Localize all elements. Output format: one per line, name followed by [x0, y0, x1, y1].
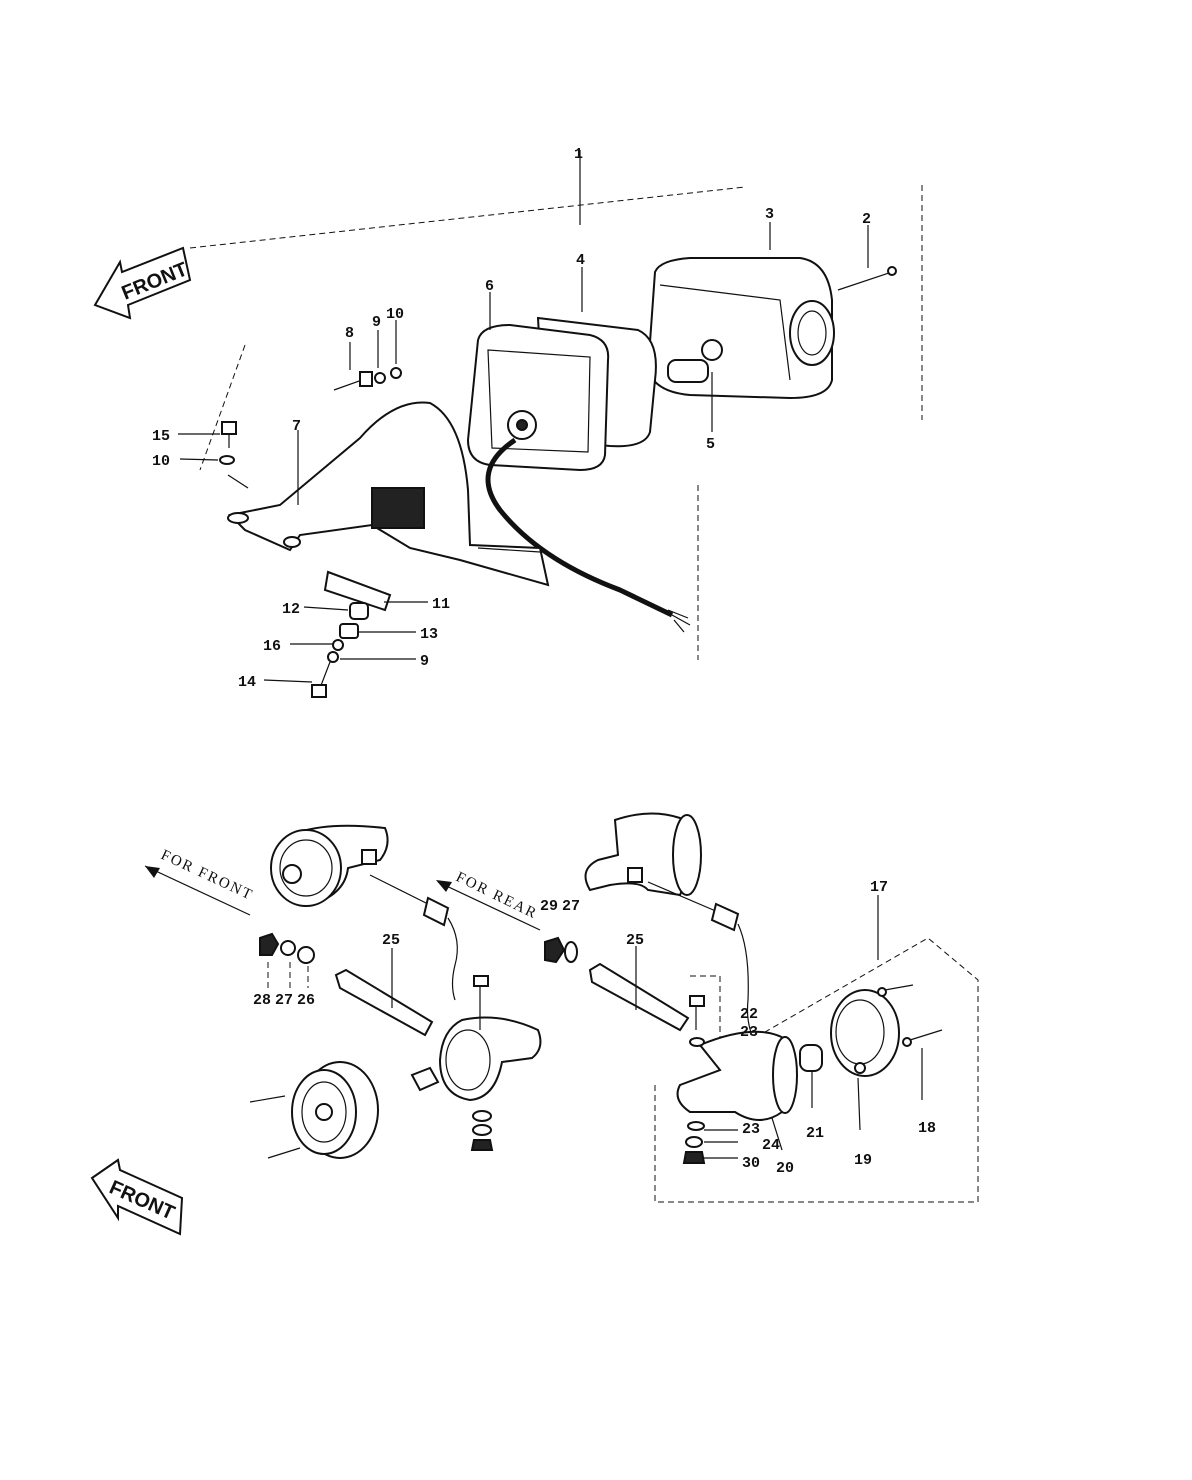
callout-10-top: 10 — [386, 306, 404, 323]
washer-9 — [374, 372, 386, 384]
callout-5: 5 — [706, 436, 715, 453]
callout-27-front: 27 — [275, 992, 293, 1009]
front-arrow-top: FRONT — [93, 246, 192, 320]
callout-26: 26 — [297, 992, 315, 1009]
washer-16 — [332, 639, 344, 651]
rear-signal-housing — [676, 995, 798, 1121]
spacer-13 — [339, 623, 359, 639]
callout-27-rear: 27 — [562, 898, 580, 915]
callout-15: 15 — [152, 428, 170, 445]
for-front-arrow: FOR FRONT — [144, 847, 256, 916]
callout-19: 19 — [854, 1152, 872, 1169]
callout-21: 21 — [806, 1125, 824, 1142]
bracket-bolt-8 — [333, 371, 373, 391]
collar-12 — [349, 602, 369, 620]
bolt-14 — [311, 661, 331, 698]
callout-4: 4 — [576, 252, 585, 269]
washer-24 — [685, 1136, 703, 1148]
washer-10-lower — [219, 455, 235, 465]
callout-25-right: 25 — [626, 932, 644, 949]
callout-24: 24 — [762, 1137, 780, 1154]
callout-9-lower: 9 — [420, 653, 429, 670]
callout-labels: 1 2 3 4 5 6 7 8 9 10 15 10 11 12 13 16 9… — [152, 146, 936, 1177]
callout-25-left: 25 — [382, 932, 400, 949]
turn-signal-assembly — [249, 812, 979, 1203]
callout-22: 22 — [740, 1006, 758, 1023]
callout-6: 6 — [485, 278, 494, 295]
tail-lamp-wire — [485, 437, 674, 618]
washer-10 — [390, 367, 402, 379]
callout-18: 18 — [918, 1120, 936, 1137]
callout-10-left: 10 — [152, 453, 170, 470]
signal-stem-right — [588, 946, 690, 1032]
callout-12: 12 — [282, 601, 300, 618]
lens-screw — [837, 266, 897, 291]
callout-23-lower: 23 — [742, 1121, 760, 1138]
signal-stem-left — [334, 948, 434, 1037]
front-arrow-bottom: FRONT — [90, 1158, 184, 1236]
callout-20: 20 — [776, 1160, 794, 1177]
nut-30 — [682, 1151, 706, 1164]
callout-3: 3 — [765, 206, 774, 223]
callout-30: 30 — [742, 1155, 760, 1172]
callout-2: 2 — [862, 211, 871, 228]
signal-bulb — [799, 1044, 823, 1072]
bolt-15 — [221, 421, 237, 448]
tail-lamp-assembly — [178, 150, 923, 698]
front-signal-housing — [410, 975, 542, 1151]
nut-29 — [544, 936, 566, 964]
tail-lamp-base — [466, 323, 610, 472]
callout-11: 11 — [432, 596, 450, 613]
for-rear-arrow: FOR REAR — [436, 869, 541, 931]
callout-13: 13 — [420, 626, 438, 643]
washer-23-lower — [687, 1121, 705, 1131]
tail-lamp-bracket — [227, 401, 550, 587]
callout-16: 16 — [263, 638, 281, 655]
callout-7: 7 — [292, 418, 301, 435]
tail-lamp-bulb — [667, 339, 723, 383]
front-signal-upper — [270, 824, 458, 1001]
callout-29: 29 — [540, 898, 558, 915]
callout-9-top: 9 — [372, 314, 381, 331]
rear-signal-upper — [584, 812, 753, 1036]
callout-14: 14 — [238, 674, 256, 691]
washer-26 — [297, 946, 315, 964]
rear-signal-lens — [830, 984, 943, 1077]
washer-27-rear — [564, 941, 578, 963]
callout-1: 1 — [574, 146, 583, 163]
callout-8: 8 — [345, 325, 354, 342]
nut-28 — [259, 932, 280, 956]
plate-11 — [323, 570, 392, 612]
callout-28: 28 — [253, 992, 271, 1009]
washer-27 — [280, 940, 296, 956]
callout-23-upper: 23 — [740, 1024, 758, 1041]
front-signal-lens — [249, 1061, 379, 1159]
washer-9-lower — [327, 651, 339, 663]
callout-17: 17 — [870, 879, 888, 896]
